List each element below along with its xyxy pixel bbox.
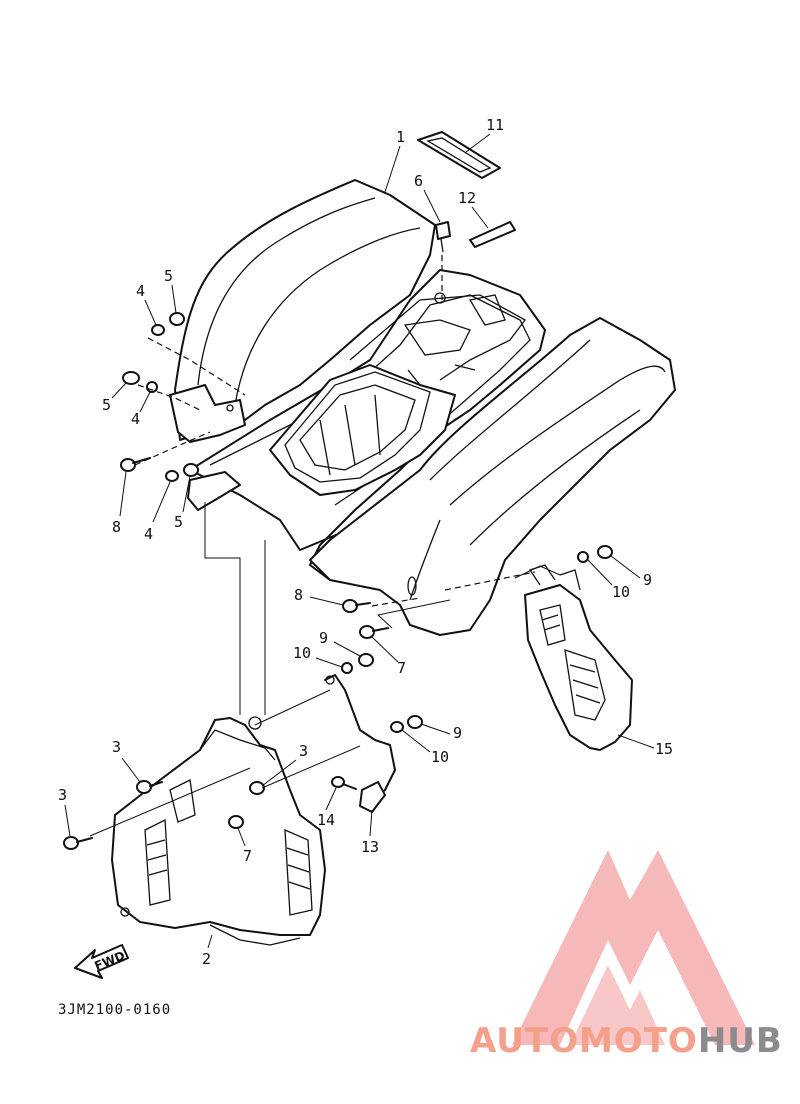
strap: [417, 131, 501, 179]
callout-5a: 5: [164, 267, 173, 285]
watermark-part2: HUB: [698, 1021, 783, 1061]
callout-13: 13: [361, 838, 379, 856]
callout-11: 11: [486, 116, 504, 134]
watermark-text: AUTOMOTOHUB: [470, 1021, 783, 1061]
callout-4a: 4: [136, 282, 145, 300]
callout-9a: 9: [319, 629, 328, 647]
fwd-arrow-icon: FWD: [74, 944, 129, 979]
bolt-6: [435, 221, 451, 253]
label-sticker: [469, 221, 516, 248]
callout-15: 15: [655, 740, 673, 758]
callout-3b: 3: [299, 742, 308, 760]
callout-8b: 8: [294, 586, 303, 604]
callout-9c: 9: [643, 571, 652, 589]
callout-8a: 8: [112, 518, 121, 536]
diagram-code: 3JM2100-0160: [58, 1002, 171, 1018]
callout-4b: 4: [131, 410, 140, 428]
fasteners-left: [120, 312, 199, 482]
assembly-lines: [89, 255, 561, 837]
fasteners-mudflap: [63, 780, 265, 850]
callout-2: 2: [202, 950, 211, 968]
callout-1: 1: [396, 128, 405, 146]
callout-10c: 10: [612, 583, 630, 601]
callout-14: 14: [317, 811, 335, 829]
callout-3c: 3: [58, 786, 67, 804]
watermark-part1: AUTOMOTO: [470, 1021, 698, 1061]
mud-flap: [111, 716, 326, 946]
callout-5c: 5: [174, 513, 183, 531]
callout-5b: 5: [102, 396, 111, 414]
callouts: 1 2 3 3 3 4 4 4 5 5 5 6 7 7 8 8 9 9 9: [58, 116, 673, 968]
callout-7b: 7: [243, 847, 252, 865]
callout-12: 12: [458, 189, 476, 207]
automotohub-logo: [512, 850, 755, 1045]
callout-9b: 9: [453, 724, 462, 742]
callout-3a: 3: [112, 738, 121, 756]
bracket: [324, 674, 396, 813]
rear-fender: [169, 179, 676, 636]
side-flap: [524, 564, 633, 751]
callout-10a: 10: [293, 644, 311, 662]
callout-4c: 4: [144, 525, 153, 543]
fasteners-right: [331, 545, 613, 790]
callout-10b: 10: [431, 748, 449, 766]
callout-6: 6: [414, 172, 423, 190]
callout-7a: 7: [397, 659, 406, 677]
